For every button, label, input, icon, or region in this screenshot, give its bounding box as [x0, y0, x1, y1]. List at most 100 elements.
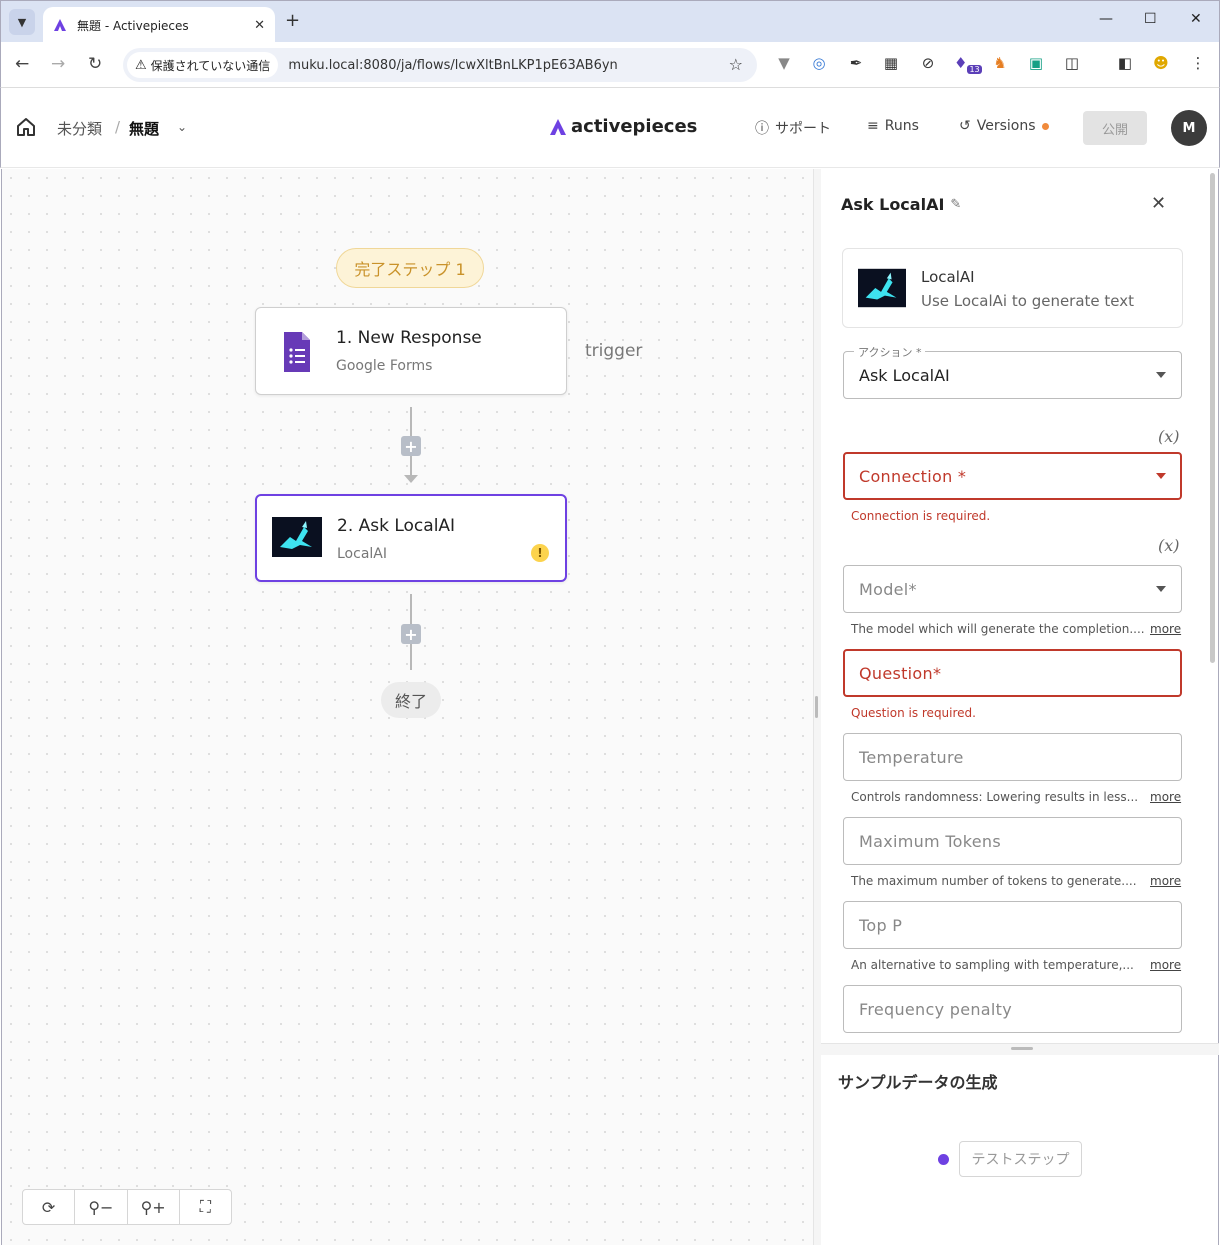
status-dot	[938, 1154, 949, 1165]
url-text[interactable]: muku.local:8080/ja/flows/lcwXltBnLKP1pE6…	[288, 57, 618, 73]
panel-title-text: Ask LocalAI	[841, 195, 945, 214]
variable-toggle-icon[interactable]: (x)	[1158, 536, 1180, 555]
field-label: Connection *	[859, 467, 967, 486]
edit-pencil-icon[interactable]: ✎	[950, 197, 962, 212]
profile-icon[interactable]: ☻	[1153, 54, 1169, 72]
versions-button[interactable]: ↺ Versions	[959, 118, 1049, 134]
resize-grip[interactable]	[1011, 1047, 1033, 1050]
more-link[interactable]: more	[1150, 622, 1182, 636]
dropdown-caret-icon	[1156, 372, 1166, 378]
maximize-icon[interactable]: ☐	[1144, 11, 1157, 27]
publish-button[interactable]: 公開	[1083, 111, 1147, 145]
add-step-button[interactable]: +	[401, 624, 421, 644]
back-icon[interactable]: ←	[15, 54, 30, 74]
step-card-trigger[interactable]: 1. New Response Google Forms	[255, 307, 567, 395]
connection-select[interactable]: Connection *	[843, 452, 1182, 500]
add-step-button[interactable]: +	[401, 436, 421, 456]
panel-title: Ask LocalAI ✎	[841, 195, 961, 214]
unsaved-dot	[1041, 122, 1049, 130]
window-close-icon[interactable]: ✕	[1190, 11, 1202, 27]
dropdown-caret-icon	[1156, 586, 1166, 592]
splitter-handle[interactable]	[815, 696, 818, 718]
extension-badge-icon[interactable]: ♦13	[954, 54, 982, 74]
max-tokens-hint: The maximum number of tokens to generate…	[851, 874, 1137, 888]
minimize-icon[interactable]: —	[1099, 11, 1113, 27]
temperature-input[interactable]: Temperature	[843, 733, 1182, 781]
variable-toggle-icon[interactable]: (x)	[1158, 427, 1180, 446]
test-step-button[interactable]: テストステップ	[959, 1141, 1082, 1177]
extension-qr-icon[interactable]: ▦	[883, 54, 899, 72]
security-chip[interactable]: ⚠ 保護されていない通信	[127, 52, 279, 78]
fit-view-icon[interactable]: ⛶	[199, 1197, 211, 1216]
browser-menu-icon[interactable]: ⋮	[1190, 54, 1206, 72]
google-forms-icon	[284, 332, 310, 372]
activepieces-favicon-icon	[54, 19, 66, 31]
extension-green-icon[interactable]: ▣	[1028, 54, 1044, 72]
tab-close-icon[interactable]: ✕	[254, 17, 265, 33]
support-label: サポート	[775, 121, 831, 137]
field-label: Frequency penalty	[859, 1000, 1012, 1019]
bookmark-star-icon[interactable]: ☆	[728, 55, 743, 74]
top-p-input[interactable]: Top P	[843, 901, 1182, 949]
runs-list-icon: ≡	[867, 118, 879, 134]
flow-name[interactable]: 無題	[129, 120, 160, 138]
extension-v-icon[interactable]: ▼	[778, 54, 790, 72]
tab-title: 無題 - Activepieces	[77, 18, 189, 33]
top-p-hint: An alternative to sampling with temperat…	[851, 958, 1134, 972]
tab-search-button[interactable]: ▼	[9, 9, 35, 35]
end-badge: 終了	[381, 682, 441, 718]
extension-chess-icon[interactable]: ♞	[993, 54, 1007, 72]
reset-view-icon[interactable]: ⟳	[23, 1190, 76, 1224]
runs-button[interactable]: ≡ Runs	[867, 118, 919, 134]
piece-card: LocalAI Use LocalAi to generate text	[842, 248, 1183, 328]
step-settings-panel: Ask LocalAI ✎ ✕ LocalAI Use LocalAi to g…	[821, 169, 1219, 1245]
warning-icon: !	[531, 544, 549, 562]
step-subtitle: Google Forms	[336, 358, 433, 374]
browser-tab[interactable]: 無題 - Activepieces ✕	[43, 7, 275, 43]
more-link[interactable]: more	[1150, 958, 1182, 972]
breadcrumb-folder[interactable]: 未分類	[57, 120, 103, 138]
avatar[interactable]: M	[1171, 110, 1207, 146]
extension-eyedropper-icon[interactable]: ✒	[849, 54, 863, 72]
side-panel-icon[interactable]: ◧	[1117, 54, 1133, 72]
field-label: Question*	[859, 664, 942, 683]
security-label: 保護されていない通信	[150, 58, 271, 73]
home-icon[interactable]	[15, 116, 37, 138]
forward-icon[interactable]: →	[51, 54, 66, 74]
warning-triangle-icon: ⚠	[135, 57, 147, 73]
support-button[interactable]: ⓘ サポート	[755, 118, 831, 138]
localai-icon	[272, 517, 322, 557]
close-icon[interactable]: ✕	[1151, 193, 1167, 214]
frequency-penalty-input[interactable]: Frequency penalty	[843, 985, 1182, 1033]
max-tokens-input[interactable]: Maximum Tokens	[843, 817, 1182, 865]
extension-circle-icon[interactable]: ◎	[812, 54, 826, 72]
completed-steps-badge: 完了ステップ 1	[336, 248, 484, 288]
zoom-in-icon[interactable]: ⚲+	[128, 1190, 180, 1224]
zoom-out-icon[interactable]: ⚲−	[75, 1190, 128, 1224]
panel-scrollbar[interactable]	[1210, 173, 1215, 663]
chevron-down-icon: ▼	[17, 15, 27, 29]
step-name: 2. Ask LocalAI	[337, 516, 456, 536]
extension-block-icon[interactable]: ⊘	[921, 54, 935, 72]
extensions-puzzle-icon[interactable]: ◫	[1064, 54, 1080, 72]
flow-canvas[interactable]: 完了ステップ 1 1. New Response Google Forms tr…	[1, 169, 813, 1245]
field-label: Top P	[859, 916, 903, 935]
address-bar[interactable]: ⚠ 保護されていない通信 muku.local:8080/ja/flows/lc…	[123, 48, 757, 82]
new-tab-icon[interactable]: +	[285, 10, 301, 31]
activepieces-logo-icon	[550, 118, 566, 135]
question-input[interactable]: Question*	[843, 649, 1182, 697]
more-link[interactable]: more	[1150, 790, 1182, 804]
dropdown-caret-icon	[1156, 473, 1166, 479]
reload-icon[interactable]: ↻	[88, 54, 103, 74]
model-select[interactable]: Model*	[843, 565, 1182, 613]
localai-icon	[858, 268, 906, 308]
field-label: Temperature	[859, 748, 964, 767]
browser-toolbar: ← → ↻ ⚠ 保護されていない通信 muku.local:8080/ja/fl…	[0, 42, 1220, 88]
runs-label: Runs	[884, 118, 919, 134]
chevron-down-icon[interactable]: ⌄	[177, 120, 188, 134]
action-select[interactable]: アクション * Ask LocalAI	[843, 344, 1182, 399]
step-name: 1. New Response	[336, 328, 482, 348]
piece-description: Use LocalAi to generate text	[921, 292, 1135, 310]
step-card-ask-localai[interactable]: 2. Ask LocalAI LocalAI !	[255, 494, 567, 582]
more-link[interactable]: more	[1150, 874, 1182, 888]
